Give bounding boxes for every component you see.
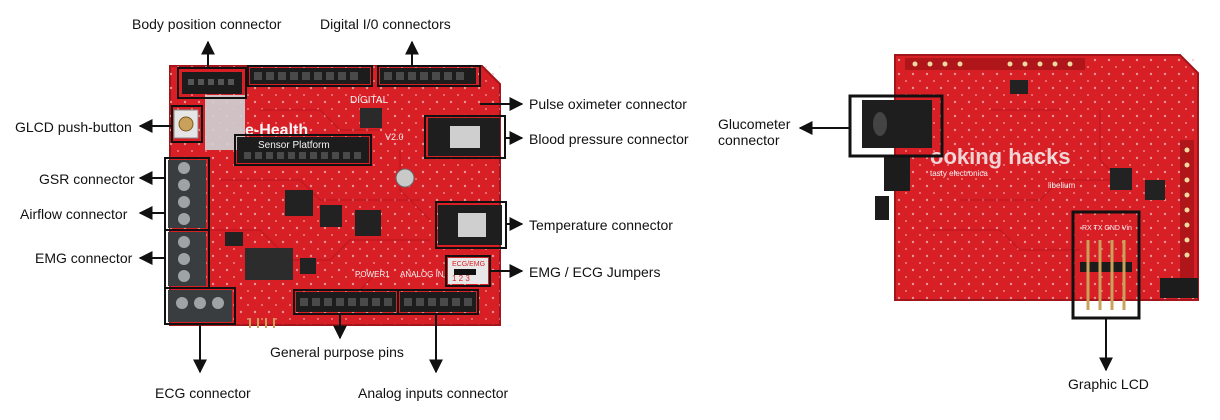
label-blood-pressure: Blood pressure connector xyxy=(529,131,689,147)
emg-terminal xyxy=(168,232,206,286)
gsr-terminal xyxy=(168,160,206,194)
ecg-terminal xyxy=(168,290,232,322)
glucometer-jack xyxy=(862,100,932,148)
silk-brand: e-Health xyxy=(245,122,308,139)
label-ecg: ECG connector xyxy=(155,385,251,401)
back-libelium: libelium xyxy=(1048,181,1075,190)
silk-analog: ANALOG IN xyxy=(400,270,444,279)
front-arrows xyxy=(138,40,524,374)
silk-platform: Sensor Platform xyxy=(258,140,330,151)
back-arrows xyxy=(798,121,1113,372)
back-lcd-pins: RX TX GND Vin xyxy=(1082,225,1132,232)
label-airflow: Airflow connector xyxy=(20,206,128,222)
label-gsr: GSR connector xyxy=(39,171,135,187)
label-body-position: Body position connector xyxy=(132,16,282,32)
label-emg-ecg-jumpers: EMG / ECG Jumpers xyxy=(529,264,661,280)
silk-jumper: ECG/EMG xyxy=(452,261,485,268)
label-emg: EMG connector xyxy=(35,250,133,266)
silk-jumper-pins: 1 2 3 xyxy=(452,274,470,283)
analog-header xyxy=(400,292,476,312)
back-board: ooking hacks tasty electronica libelium … xyxy=(862,54,1199,310)
silk-version: V2.0 xyxy=(385,132,404,142)
label-glucometer: Glucometer connector xyxy=(718,116,791,148)
silk-digital: DIGITAL xyxy=(350,95,389,106)
label-general-purpose: General purpose pins xyxy=(270,344,404,360)
label-graphic-lcd: Graphic LCD xyxy=(1068,376,1149,392)
airflow-terminal xyxy=(168,194,206,228)
general-purpose-header xyxy=(296,292,396,312)
back-tagline: tasty electronica xyxy=(930,169,988,178)
back-brand: ooking hacks xyxy=(930,144,1071,169)
silk-power: POWER1 xyxy=(355,270,390,279)
label-pulse-oximeter: Pulse oximeter connector xyxy=(529,96,687,112)
label-digital-io: Digital I/0 connectors xyxy=(320,16,451,32)
label-temperature: Temperature connector xyxy=(529,217,673,233)
label-analog-inputs: Analog inputs connector xyxy=(358,385,509,401)
label-glcd-button: GLCD push-button xyxy=(15,119,132,135)
